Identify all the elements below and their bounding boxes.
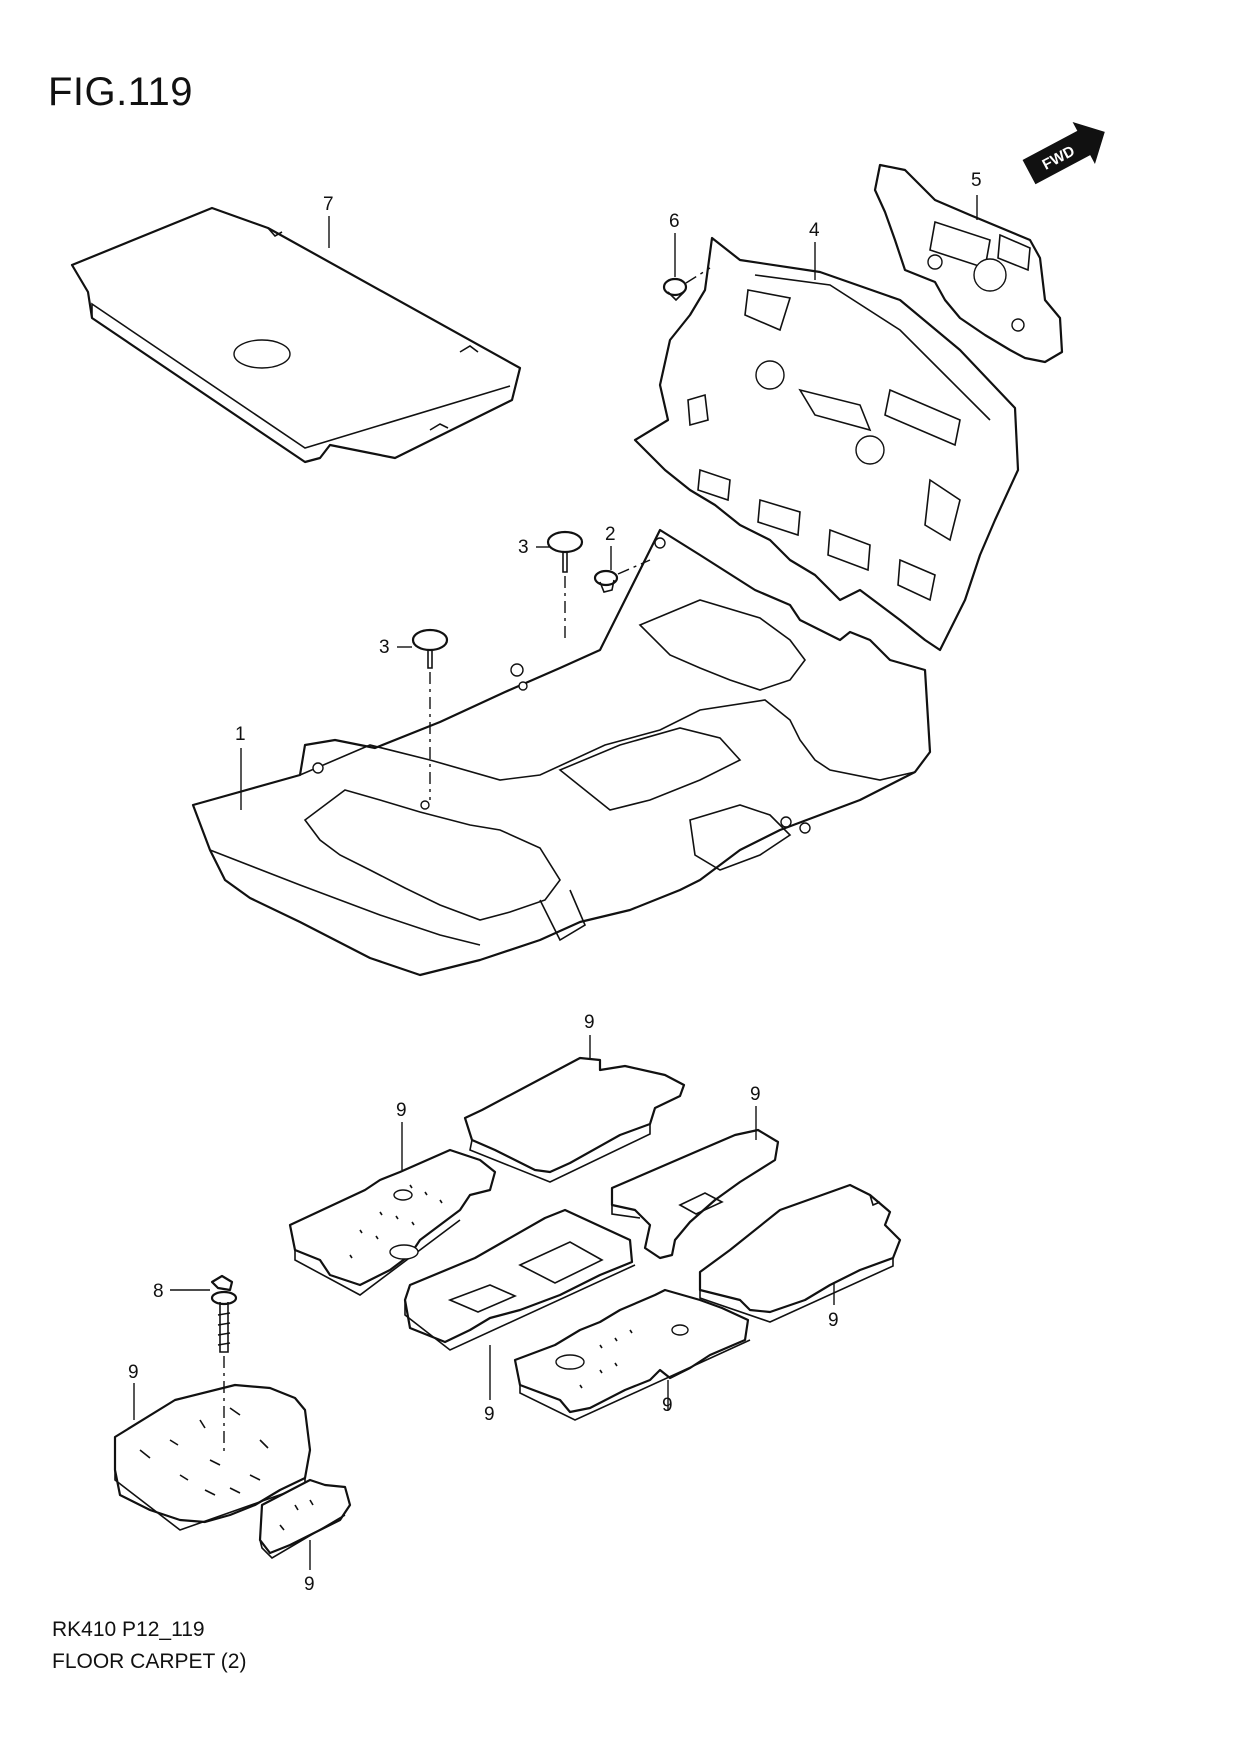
callout-4: 4 (809, 220, 820, 241)
callout-1: 1 (235, 724, 246, 745)
part-9-mat-rear-center (463, 1056, 686, 1183)
callout-9d: 9 (828, 1310, 839, 1331)
callout-9b: 9 (396, 1100, 407, 1121)
part-1-floor-carpet (191, 528, 932, 977)
part-2-grommet (593, 559, 651, 593)
part-9-mat-front-left (513, 1288, 751, 1421)
callout-8: 8 (153, 1281, 164, 1302)
part-9-mat-front-right (698, 1183, 902, 1323)
callout-6: 6 (669, 211, 680, 232)
callout-5: 5 (971, 170, 982, 191)
part-3-clip-upper (546, 530, 584, 640)
callout-3b: 3 (379, 637, 390, 658)
callout-9e: 9 (484, 1404, 495, 1425)
callout-3a: 3 (518, 537, 529, 558)
fwd-arrow-badge: FWD (1022, 122, 1105, 185)
part-9-mat-front-tunnel (610, 1128, 780, 1260)
part-9-mat-small-trim (258, 1478, 352, 1560)
part-9-mat-spare-cover (113, 1383, 312, 1531)
part-3-clip-lower (411, 628, 449, 800)
part-9-mat-rear-left (288, 1148, 497, 1296)
part-6-clip (662, 267, 711, 302)
callout-2: 2 (605, 524, 616, 545)
part-4-dash-silencer (633, 236, 1020, 652)
part-8-hook-bolt (210, 1274, 238, 1455)
footer-name: FLOOR CARPET (2) (52, 1650, 247, 1673)
callout-9a: 9 (584, 1012, 595, 1033)
callout-9g: 9 (128, 1362, 139, 1383)
callout-7: 7 (323, 194, 334, 215)
callout-9f: 9 (662, 1395, 673, 1416)
part-5-upper-dash-panel (873, 163, 1064, 364)
footer-code: RK410 P12_119 (52, 1618, 205, 1641)
part-9-mat-center-tunnel (403, 1208, 636, 1351)
callout-9c: 9 (750, 1084, 761, 1105)
figure-title: FIG.119 (48, 70, 194, 114)
part-7-cargo-mat (70, 206, 522, 464)
callout-9h: 9 (304, 1574, 315, 1595)
